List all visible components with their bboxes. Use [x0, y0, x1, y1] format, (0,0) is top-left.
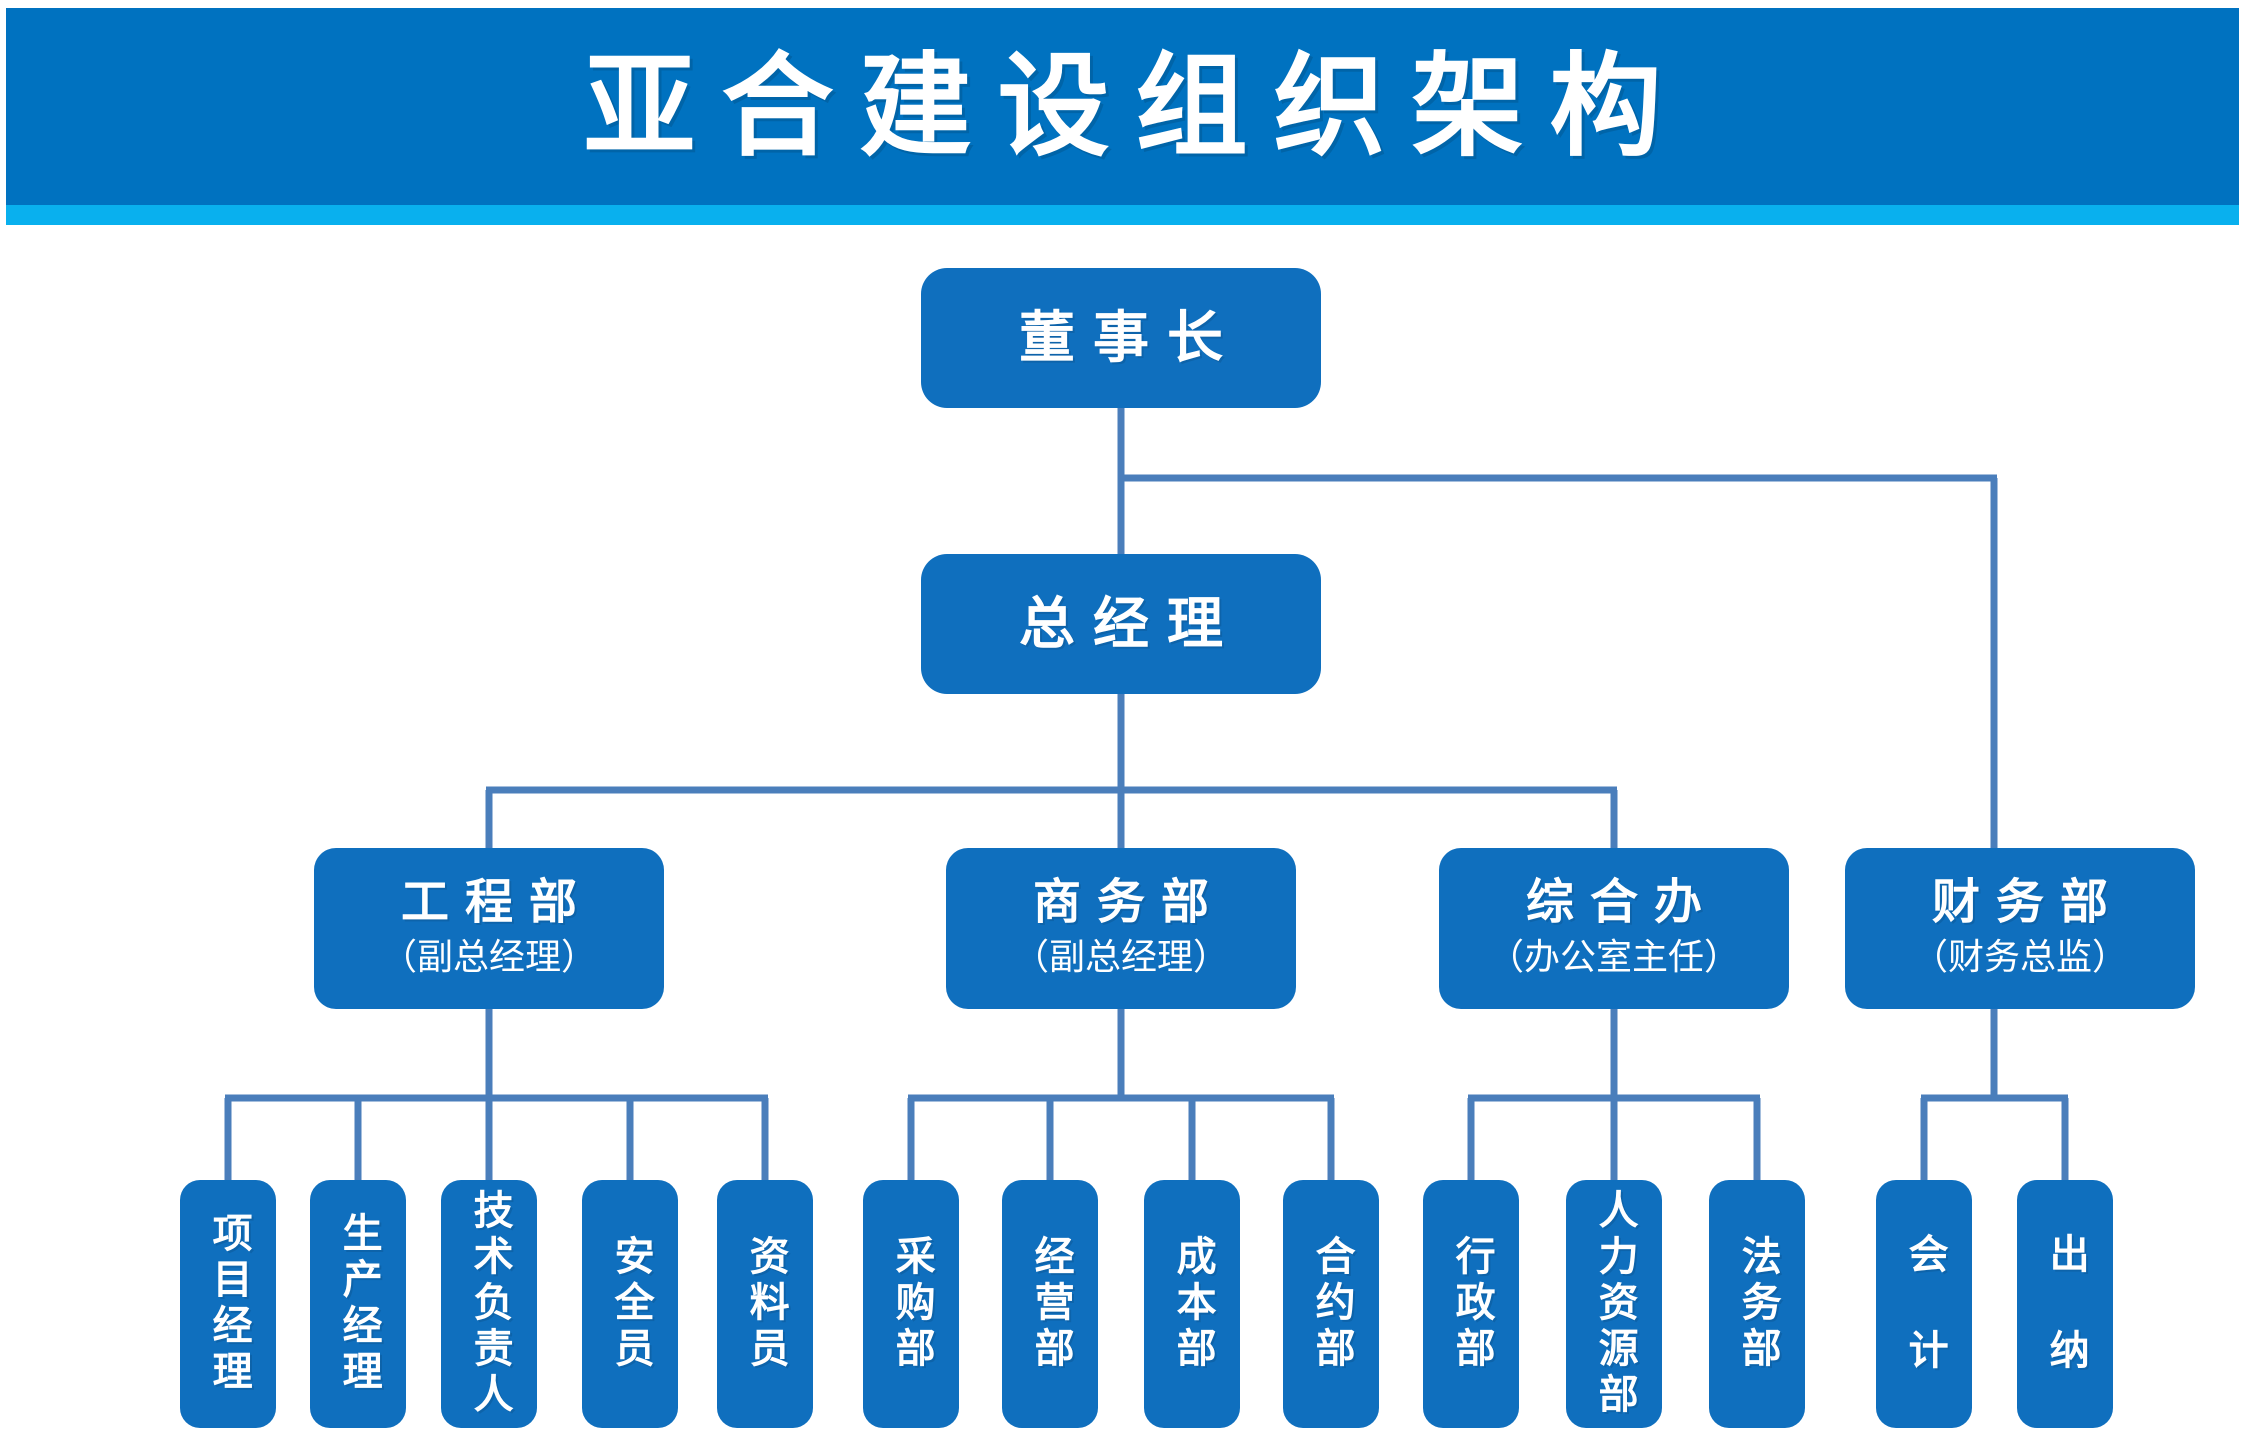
node-document-clerk-label: 资料员 [743, 1235, 788, 1373]
node-contract-label: 合约部 [1309, 1235, 1354, 1373]
node-accounting-label: 会 计 [1902, 1233, 1947, 1375]
node-project-manager[interactable]: 项目经理 [180, 1180, 276, 1428]
node-cost-label: 成本部 [1170, 1235, 1215, 1373]
node-administration-label: 行政部 [1449, 1235, 1494, 1373]
node-business-subtitle: （副总经理） [1012, 936, 1229, 978]
node-chairman[interactable]: 董事长 [921, 268, 1321, 408]
node-administration[interactable]: 行政部 [1423, 1180, 1519, 1428]
node-contract[interactable]: 合约部 [1283, 1180, 1379, 1428]
header-banner: 亚合建设组织架构 [6, 8, 2239, 205]
node-production-manager-label: 生产经理 [336, 1212, 381, 1396]
node-document-clerk[interactable]: 资料员 [717, 1180, 813, 1428]
node-general-manager[interactable]: 总经理 [921, 554, 1321, 694]
node-finance-label: 财务部 [1931, 875, 2124, 929]
node-cashier[interactable]: 出 纳 [2017, 1180, 2113, 1428]
node-procurement-label: 采购部 [889, 1235, 934, 1373]
node-human-resources[interactable]: 人力资源部 [1566, 1180, 1662, 1428]
node-general-office[interactable]: 综合办 （办公室主任） [1439, 848, 1789, 1009]
node-finance[interactable]: 财务部 （财务总监） [1845, 848, 2195, 1009]
node-accounting[interactable]: 会 计 [1876, 1180, 1972, 1428]
node-project-manager-label: 项目经理 [206, 1212, 251, 1396]
node-cashier-label: 出 纳 [2043, 1233, 2088, 1375]
node-legal[interactable]: 法务部 [1709, 1180, 1805, 1428]
node-human-resources-label: 人力资源部 [1592, 1189, 1637, 1419]
node-business-label: 商务部 [1032, 875, 1225, 929]
node-operations[interactable]: 经营部 [1002, 1180, 1098, 1428]
node-business[interactable]: 商务部 （副总经理） [946, 848, 1296, 1009]
node-procurement[interactable]: 采购部 [863, 1180, 959, 1428]
node-finance-subtitle: （财务总监） [1911, 936, 2128, 978]
node-safety-officer-label: 安全员 [608, 1235, 653, 1373]
node-safety-officer[interactable]: 安全员 [582, 1180, 678, 1428]
node-cost[interactable]: 成本部 [1144, 1180, 1240, 1428]
node-legal-label: 法务部 [1735, 1235, 1780, 1373]
page-title: 亚合建设组织架构 [583, 43, 1688, 169]
node-chairman-label: 董事长 [1019, 306, 1241, 370]
header-accent-strip [6, 205, 2239, 225]
node-operations-label: 经营部 [1028, 1235, 1073, 1373]
node-technical-lead-label: 技术负责人 [467, 1189, 512, 1419]
node-technical-lead[interactable]: 技术负责人 [441, 1180, 537, 1428]
node-general-office-subtitle: （办公室主任） [1487, 936, 1740, 978]
node-engineering[interactable]: 工程部 （副总经理） [314, 848, 664, 1009]
node-general-office-label: 综合办 [1525, 875, 1718, 929]
node-general-manager-label: 总经理 [1019, 592, 1241, 656]
node-engineering-subtitle: （副总经理） [380, 936, 597, 978]
node-production-manager[interactable]: 生产经理 [310, 1180, 406, 1428]
node-engineering-label: 工程部 [400, 875, 593, 929]
